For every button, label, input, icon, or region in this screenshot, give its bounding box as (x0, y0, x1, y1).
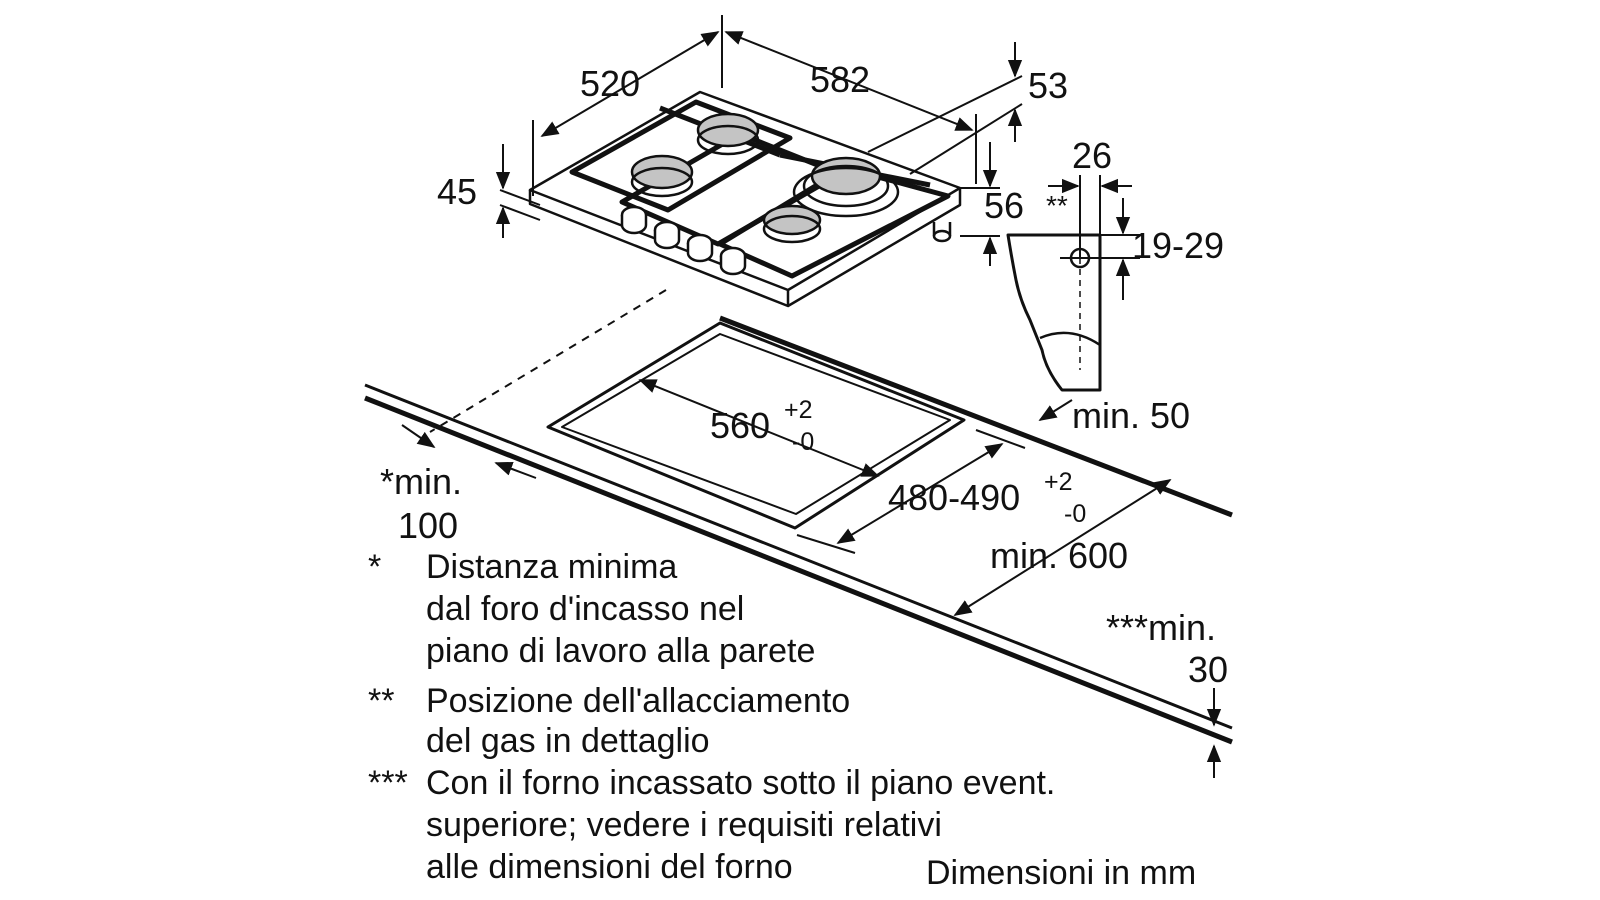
footnote-1: * Distanza minima dal foro d'incasso nel… (368, 548, 815, 670)
worktop-cutout (546, 321, 966, 530)
hob-front-edge (528, 190, 790, 308)
footnote-line: Distanza minima (426, 548, 677, 586)
hob-side-edge (787, 188, 962, 308)
burner-front-right (762, 204, 822, 244)
dim-cutout-depth-minus: -0 (1064, 500, 1086, 528)
min-side-clearance-line2: 100 (398, 505, 458, 546)
footnote-line: dal foro d'incasso nel (426, 590, 744, 628)
footnote-line: superiore; vedere i requisiti relativi (426, 806, 942, 844)
footnote-2: ** Posizione dell'allacciamento del gas … (368, 682, 850, 760)
burner-front-left (630, 154, 694, 198)
dim-cutout-width-plus: +2 (784, 396, 813, 424)
min-depth-label: min. 600 (990, 535, 1128, 576)
dim-depth-label: 520 (580, 63, 640, 104)
hob-drawing (528, 90, 962, 308)
knob (686, 233, 714, 263)
footnote-marker: * (368, 548, 381, 586)
footnote-line: Con il forno incassato sotto il piano ev… (426, 764, 1055, 802)
footnote-line: piano di lavoro alla parete (426, 632, 815, 670)
dim-cutout-width-label: 560 (710, 405, 770, 446)
knob (620, 205, 648, 235)
dim-cutout-depth-label: 480-490 (888, 477, 1020, 518)
hidden-edge-line (429, 289, 667, 433)
dimension-labels: 520 582 53 45 56 26 ** 19-29 560 +2 -0 4… (380, 59, 1228, 690)
gas-connection-detail (1006, 233, 1102, 392)
dim-height-right-label: 56 (984, 185, 1024, 226)
footnote-line: alle dimensioni del forno (426, 848, 793, 886)
dim-gas-height-label: 19-29 (1132, 225, 1224, 266)
footnote-marker: *** (368, 764, 408, 802)
footnote-marker: ** (368, 682, 394, 720)
footnote-line: Posizione dell'allacciamento (426, 682, 850, 720)
worktop (364, 289, 1233, 745)
dim-gas-offset-label: 26 (1072, 135, 1112, 176)
footnote-3: *** Con il forno incassato sotto il pian… (368, 764, 1055, 886)
burner-wok (792, 156, 900, 218)
dim-cutout-depth-plus: +2 (1044, 468, 1073, 496)
pan-support-right (717, 165, 951, 279)
dim-height-front-label: 45 (437, 171, 477, 212)
footnote-line: del gas in dettaglio (426, 722, 710, 760)
dim-width-label: 582 (810, 59, 870, 100)
dim-cutout-width-minus: -0 (792, 428, 814, 456)
gas-connector (932, 222, 952, 243)
min-side-clearance-line1: *min. (380, 461, 462, 502)
units-label: Dimensioni in mm (926, 854, 1196, 892)
min-below-clearance-line1: ***min. (1106, 607, 1216, 648)
control-knobs (620, 205, 747, 276)
min-back-clearance-label: min. 50 (1072, 395, 1190, 436)
dimension-lines (401, 15, 1222, 778)
min-below-clearance-line2: 30 (1188, 649, 1228, 690)
knob (653, 220, 681, 250)
gas-detail-marker: ** (1046, 190, 1068, 221)
knob (719, 246, 747, 276)
footnotes: * Distanza minima dal foro d'incasso nel… (368, 548, 1196, 892)
dim-thickness-back-label: 53 (1028, 65, 1068, 106)
